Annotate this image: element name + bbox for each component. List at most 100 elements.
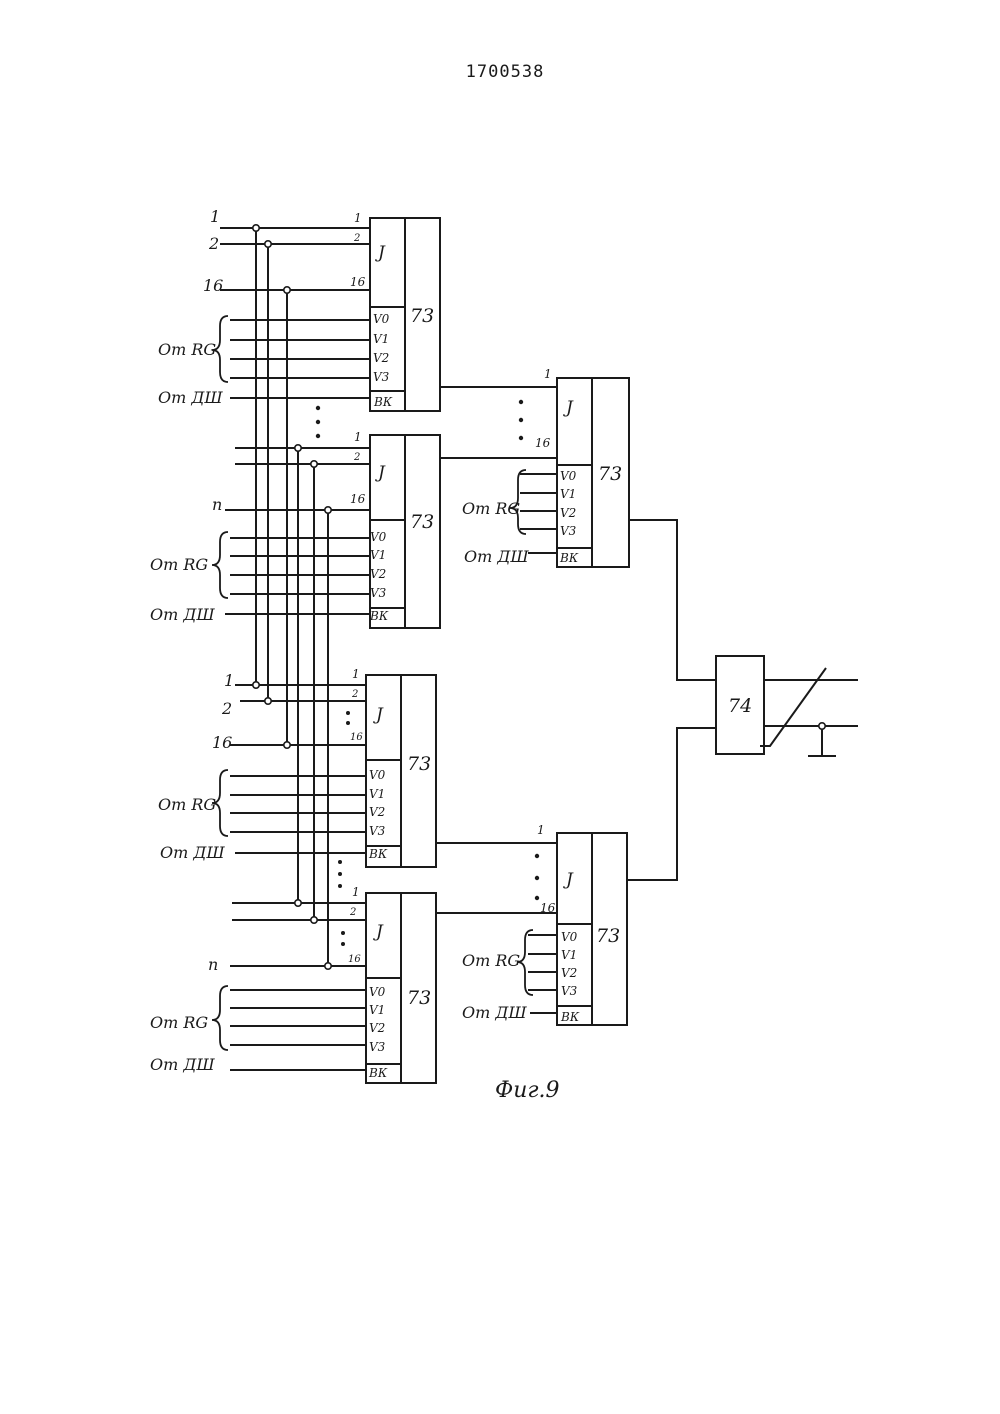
junction-dot bbox=[311, 917, 317, 923]
ellipsis-dot bbox=[341, 942, 345, 946]
v0-label: V0 bbox=[369, 985, 386, 999]
input-n-label: n bbox=[212, 495, 222, 514]
pin-16: 16 bbox=[348, 954, 361, 965]
enable-label: ВК bbox=[368, 1066, 388, 1080]
pin-1: 1 bbox=[544, 367, 552, 381]
v0-label: V0 bbox=[370, 530, 387, 544]
pin-2: 2 bbox=[351, 689, 358, 700]
pin-16: 16 bbox=[350, 732, 363, 743]
ellipsis-dot bbox=[338, 860, 342, 864]
enable-label: ВК bbox=[373, 395, 393, 409]
input-2-label: 2 bbox=[208, 234, 219, 253]
block-73-label: 73 bbox=[596, 925, 620, 947]
input-16-label: 16 bbox=[203, 276, 223, 295]
v1-label: V1 bbox=[561, 948, 577, 962]
v2-label: V2 bbox=[373, 351, 389, 365]
pin-1: 1 bbox=[537, 823, 545, 837]
input-n-label: n bbox=[208, 955, 218, 974]
from-rg-label: От RG bbox=[158, 340, 216, 359]
junction-dot bbox=[284, 742, 290, 748]
from-rg-label: От RG bbox=[462, 951, 520, 970]
from-dsh-label: От ДШ bbox=[462, 1003, 527, 1022]
pin-2: 2 bbox=[353, 452, 360, 463]
ellipsis-dot bbox=[519, 436, 523, 440]
ellipsis-dot bbox=[316, 406, 320, 410]
from-rg-label: От RG bbox=[462, 499, 520, 518]
junction-dot bbox=[325, 507, 331, 513]
v0-label: V0 bbox=[373, 312, 390, 326]
block-73-label: 73 bbox=[407, 753, 431, 775]
ellipsis-dot bbox=[338, 872, 342, 876]
v2-label: V2 bbox=[369, 1021, 385, 1035]
v0-label: V0 bbox=[369, 768, 386, 782]
pin-16: 16 bbox=[535, 436, 551, 450]
enable-label: ВК bbox=[369, 609, 389, 623]
junction-dot bbox=[325, 963, 331, 969]
v2-label: V2 bbox=[560, 506, 576, 520]
v3-label: V3 bbox=[373, 370, 390, 384]
enable-label: ВК bbox=[559, 551, 579, 565]
input-1-label: 1 bbox=[210, 207, 220, 226]
v0-label: V0 bbox=[561, 930, 578, 944]
input-1-label: 1 bbox=[224, 671, 234, 690]
enable-label: ВК bbox=[368, 847, 388, 861]
junction-dot bbox=[311, 461, 317, 467]
from-dsh-label: От ДШ bbox=[464, 547, 529, 566]
pin-1: 1 bbox=[352, 667, 360, 681]
ellipsis-dot bbox=[316, 434, 320, 438]
v0-label: V0 bbox=[560, 469, 577, 483]
ellipsis-dot bbox=[535, 854, 539, 858]
from-rg-label: От RG bbox=[150, 555, 208, 574]
pin-2: 2 bbox=[353, 233, 360, 244]
from-rg-label: От RG bbox=[150, 1013, 208, 1032]
section-j: J bbox=[563, 398, 574, 418]
pin-1: 1 bbox=[352, 885, 360, 899]
input-2-label: 2 bbox=[221, 699, 232, 718]
from-dsh-label: От ДШ bbox=[158, 388, 223, 407]
enable-label: ВК bbox=[560, 1010, 580, 1024]
block-73-label: 73 bbox=[410, 305, 434, 327]
junction-dot bbox=[295, 445, 301, 451]
block-73-label: 73 bbox=[598, 463, 622, 485]
block-74-label: 74 bbox=[728, 695, 752, 717]
pin-16: 16 bbox=[540, 901, 556, 915]
v3-label: V3 bbox=[370, 586, 387, 600]
v2-label: V2 bbox=[369, 805, 385, 819]
ellipsis-dot bbox=[338, 884, 342, 888]
section-j: J bbox=[375, 463, 386, 483]
junction-dot bbox=[265, 241, 271, 247]
v3-label: V3 bbox=[561, 984, 578, 998]
figure-caption: Фиг.9 bbox=[495, 1078, 560, 1103]
junction-dot bbox=[253, 225, 259, 231]
pin-1: 1 bbox=[354, 211, 362, 225]
from-dsh-label: От ДШ bbox=[150, 605, 215, 624]
ellipsis-dot bbox=[346, 721, 350, 725]
junction-dot bbox=[253, 682, 259, 688]
junction-dot bbox=[295, 900, 301, 906]
input-16-label: 16 bbox=[212, 733, 232, 752]
v1-label: V1 bbox=[369, 787, 385, 801]
ellipsis-dot bbox=[341, 931, 345, 935]
v3-label: V3 bbox=[369, 1040, 386, 1054]
section-j: J bbox=[375, 243, 386, 263]
ellipsis-dot bbox=[346, 711, 350, 715]
section-j: J bbox=[373, 922, 384, 942]
from-dsh-label: От ДШ bbox=[160, 843, 225, 862]
block-73-label: 73 bbox=[407, 987, 431, 1009]
junction-dot bbox=[284, 287, 290, 293]
pin-2: 2 bbox=[349, 907, 356, 918]
junction-dot bbox=[819, 723, 825, 729]
v3-label: V3 bbox=[560, 524, 577, 538]
section-j: J bbox=[373, 705, 384, 725]
v1-label: V1 bbox=[370, 548, 386, 562]
v2-label: V2 bbox=[561, 966, 577, 980]
ellipsis-dot bbox=[535, 896, 539, 900]
pin-1: 1 bbox=[354, 430, 362, 444]
v3-label: V3 bbox=[369, 824, 386, 838]
ellipsis-dot bbox=[519, 418, 523, 422]
v2-label: V2 bbox=[370, 567, 386, 581]
block-73-label: 73 bbox=[410, 511, 434, 533]
ellipsis-dot bbox=[316, 420, 320, 424]
